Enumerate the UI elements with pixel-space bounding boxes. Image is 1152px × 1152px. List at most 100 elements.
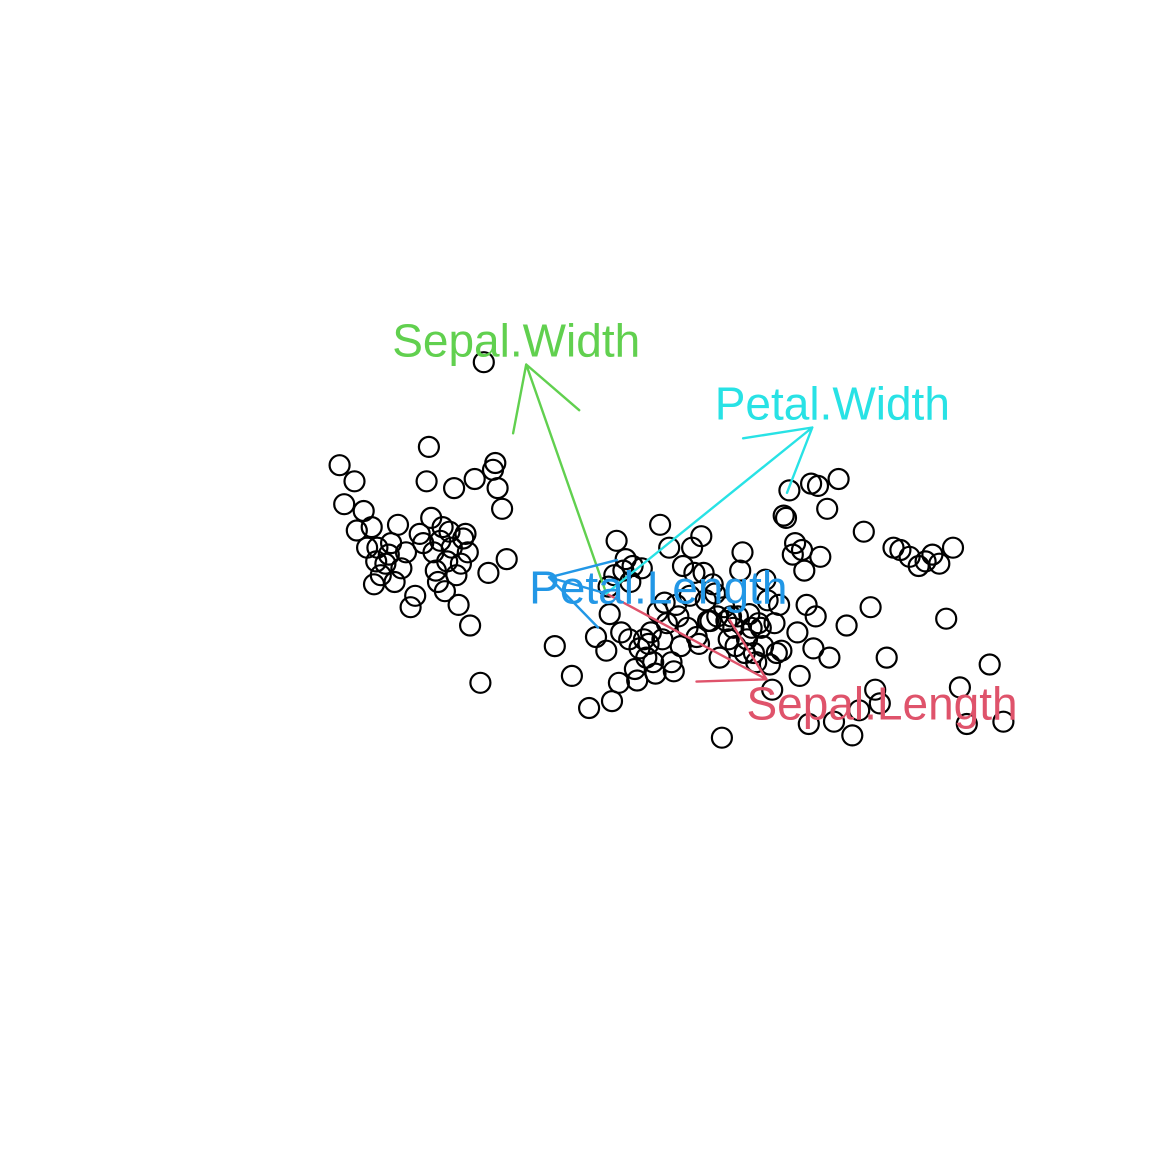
- score-point: [632, 628, 656, 651]
- score-point: [365, 550, 388, 573]
- score-point: [827, 467, 850, 491]
- score-point: [992, 710, 1015, 733]
- score-point: [941, 536, 965, 559]
- score-point: [749, 616, 772, 639]
- score-point: [740, 616, 763, 639]
- score-point: [383, 570, 406, 594]
- score-point: [678, 584, 701, 607]
- loading-arrow-petal-length: [547, 558, 619, 629]
- score-point: [447, 593, 470, 617]
- score-point: [642, 651, 665, 674]
- score-point: [774, 506, 798, 530]
- score-point: [404, 584, 427, 607]
- score-point: [610, 621, 633, 644]
- score-point: [717, 628, 740, 651]
- score-point: [786, 621, 809, 644]
- score-point: [731, 541, 754, 564]
- score-point: [605, 529, 628, 552]
- score-point: [797, 712, 820, 736]
- score-point: [848, 699, 871, 722]
- score-point: [394, 541, 418, 564]
- score-point: [449, 552, 472, 575]
- score-point: [595, 639, 618, 662]
- score-point: [644, 662, 667, 685]
- score-point: [486, 477, 509, 500]
- score-point: [822, 710, 846, 733]
- score-point: [928, 552, 951, 575]
- score-point: [935, 607, 958, 630]
- loading-arrow-petal-width: [605, 426, 814, 595]
- score-point: [408, 522, 431, 546]
- score-point: [345, 519, 368, 542]
- score-point: [648, 513, 672, 536]
- score-point: [484, 451, 507, 475]
- score-point: [793, 559, 816, 582]
- score-point: [699, 609, 722, 633]
- score-point: [438, 520, 461, 543]
- score-point: [715, 609, 738, 633]
- score-point: [818, 646, 841, 669]
- score-point: [491, 497, 514, 520]
- score-point: [360, 515, 383, 539]
- score-point: [701, 573, 724, 596]
- score-point: [683, 561, 706, 585]
- score-point: [772, 504, 795, 527]
- score-point: [868, 692, 891, 715]
- score-point: [852, 520, 875, 543]
- score-point: [626, 669, 649, 692]
- score-point: [369, 564, 392, 587]
- score-point: [459, 614, 482, 637]
- score-point: [433, 580, 456, 603]
- score-point: [386, 513, 410, 536]
- score-point: [778, 479, 801, 502]
- score-point: [655, 612, 679, 635]
- loading-label-sepal-width: Sepal.Width: [392, 315, 640, 367]
- score-point: [630, 557, 653, 580]
- score-point: [343, 470, 366, 493]
- score-point: [577, 696, 601, 720]
- score-point: [859, 596, 882, 619]
- loading-label-petal-length: Petal.Length: [529, 561, 787, 613]
- score-point: [607, 671, 631, 694]
- score-point: [806, 474, 830, 497]
- score-point: [597, 575, 620, 598]
- score-point: [598, 602, 621, 626]
- score-point: [431, 515, 454, 539]
- score-point: [456, 541, 479, 564]
- score-point: [621, 554, 644, 578]
- score-point: [415, 470, 438, 493]
- loading-label-petal-width: Petal.Width: [715, 378, 950, 430]
- score-point: [472, 351, 495, 374]
- score-point: [816, 497, 839, 520]
- score-point: [783, 531, 807, 555]
- score-point: [377, 543, 400, 566]
- score-point: [708, 646, 731, 669]
- score-point: [662, 660, 685, 683]
- loading-label-sepal-length: Sepal.Length: [747, 677, 1018, 729]
- score-point: [658, 536, 681, 559]
- score-point: [761, 678, 784, 701]
- score-point: [710, 726, 734, 749]
- score-point: [584, 625, 608, 649]
- score-point: [328, 454, 351, 477]
- score-point: [443, 477, 466, 500]
- score-point: [758, 653, 782, 676]
- score-point: [841, 724, 864, 747]
- score-point: [978, 653, 1001, 676]
- score-point: [948, 676, 972, 699]
- score-point: [445, 564, 468, 587]
- score-point: [729, 559, 752, 582]
- score-point: [463, 467, 486, 491]
- score-point: [671, 554, 695, 578]
- score-point: [454, 522, 477, 546]
- loading-arrow-sepal-length: [605, 592, 768, 683]
- score-point: [809, 545, 832, 568]
- score-point: [477, 561, 500, 585]
- score-point: [495, 547, 518, 571]
- score-point: [469, 671, 492, 694]
- score-point: [560, 664, 584, 688]
- score-point: [835, 614, 858, 637]
- loadings-layer: [511, 363, 814, 683]
